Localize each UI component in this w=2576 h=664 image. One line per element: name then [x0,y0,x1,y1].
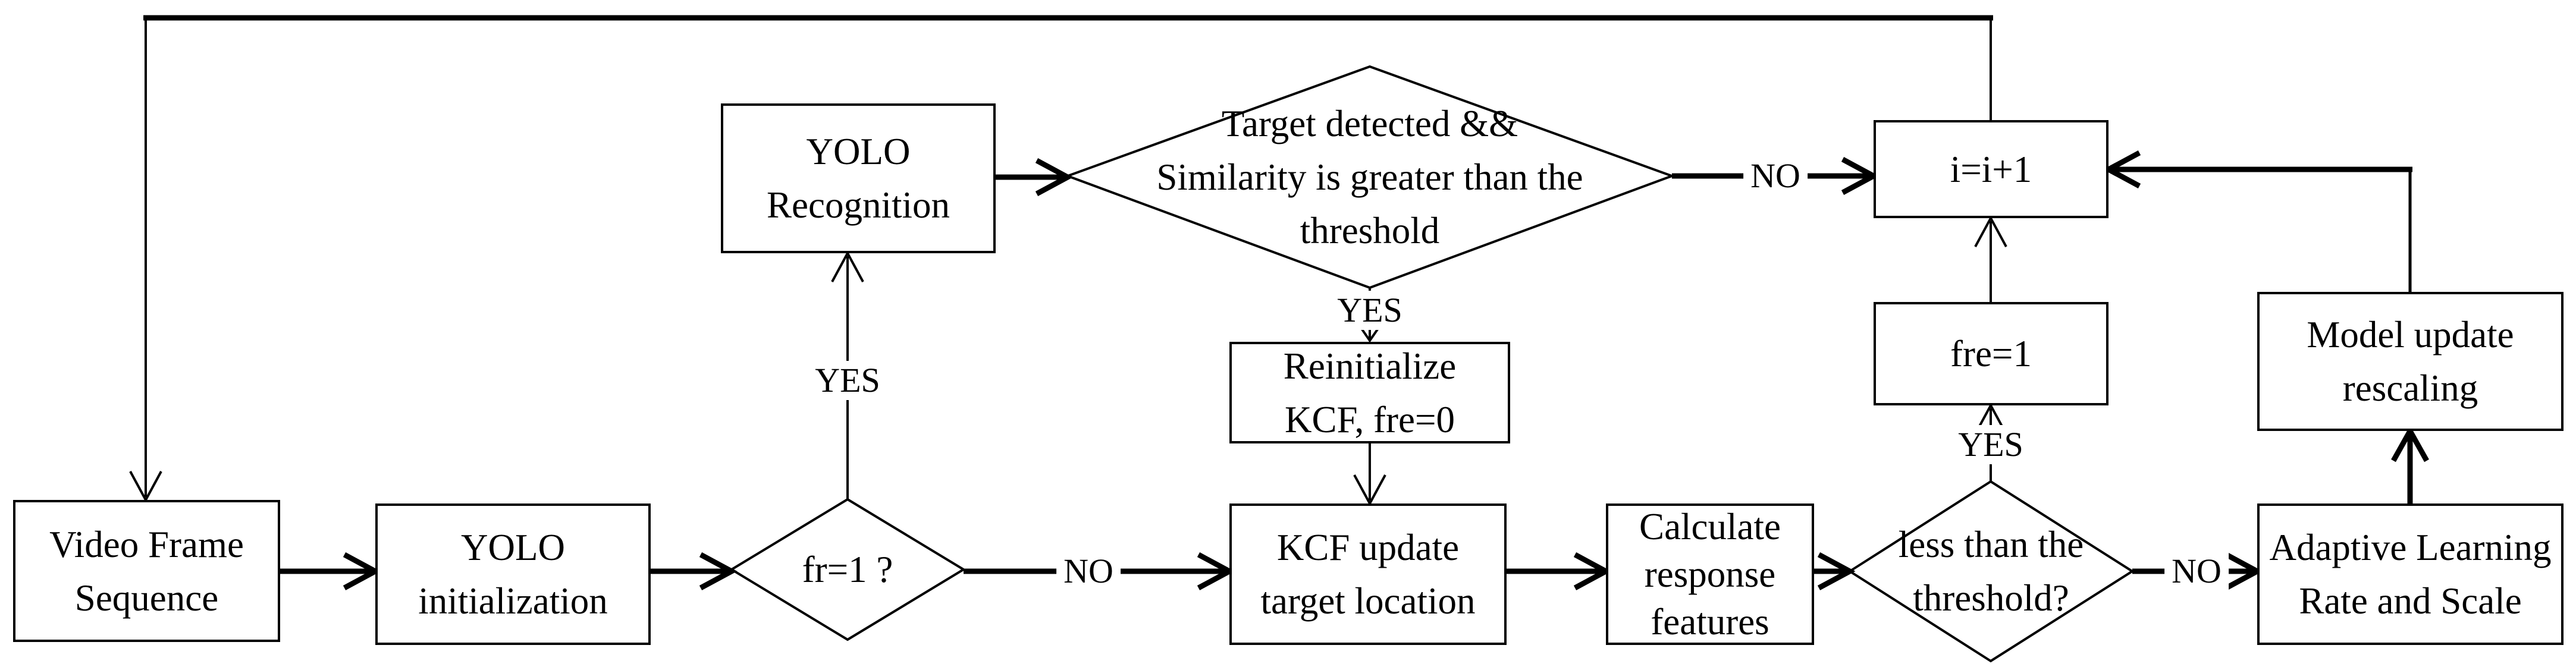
arrowhead-into-fre1 [1974,402,2007,435]
node-adaptive-learning-line: Adaptive Learning [2269,527,2552,568]
node-yolo-recognition-line: YOLO [806,131,911,172]
node-yolo-initialization-line: YOLO [461,527,565,568]
node-kcf-update-line: KCF update [1276,527,1460,568]
arrowhead-into-recognition [831,250,864,282]
node-video-frame-sequence: Video Frame Sequence [13,500,280,642]
node-i-plus-1: i=i+1 [1874,120,2109,218]
edge-label-threshold-yes: YES [1951,425,2031,464]
node-fre-1: fre=1 [1874,302,2109,405]
decision-fr1-diamond [729,498,966,641]
node-calculate-response-line: Calculate [1639,506,1781,547]
edge-label-detected-no: NO [1743,156,1808,196]
arrowhead-into-threshold [1817,552,1856,590]
decision-target-detected-diamond [1064,65,1676,289]
node-yolo-recognition-line: Recognition [767,184,950,226]
node-calculate-response-features: Calculate response features [1606,503,1814,645]
node-model-update-line: rescaling [2342,367,2478,409]
node-kcf-update-line: target location [1260,580,1476,622]
node-calculate-response-line: response [1644,553,1776,595]
edge-label-fr1-no: NO [1056,552,1121,591]
arrowhead-into-fr1 [699,552,738,590]
node-video-frame-sequence-line: Video Frame [49,523,244,565]
node-video-frame-sequence-line: Sequence [74,577,219,619]
arrowhead-into-iplus1-right [2103,150,2141,188]
arrowhead-into-iplus1-bottom [1974,215,2007,247]
node-adaptive-learning-line: Rate and Scale [2299,580,2522,622]
node-yolo-initialization-line: initialization [418,580,608,622]
edge-label-detected-yes: YES [1330,291,1410,330]
node-model-update-rescaling: Model update rescaling [2257,292,2564,431]
node-kcf-update: KCF update target location [1229,503,1507,645]
node-yolo-initialization: YOLO initialization [375,503,651,645]
node-reinitialize-kcf-line: Reinitialize [1283,345,1457,387]
node-fre-1-line: fre=1 [1950,333,2032,375]
arrowhead-into-detected [1035,158,1074,196]
node-i-plus-1-line: i=i+1 [1950,148,2032,190]
node-calculate-response-line: features [1651,601,1769,643]
node-yolo-recognition: YOLO Recognition [721,103,996,253]
node-model-update-line: Model update [2307,314,2514,355]
node-reinitialize-kcf: Reinitialize KCF, fre=0 [1229,342,1510,443]
arrowhead-into-model [2391,425,2429,462]
edge-label-threshold-no: NO [2164,552,2229,591]
node-adaptive-learning: Adaptive Learning Rate and Scale [2257,503,2564,645]
node-reinitialize-kcf-line: KCF, fre=0 [1285,398,1455,440]
decision-less-than-threshold-diamond [1847,480,2135,663]
edge-label-fr1-yes: YES [808,361,887,400]
